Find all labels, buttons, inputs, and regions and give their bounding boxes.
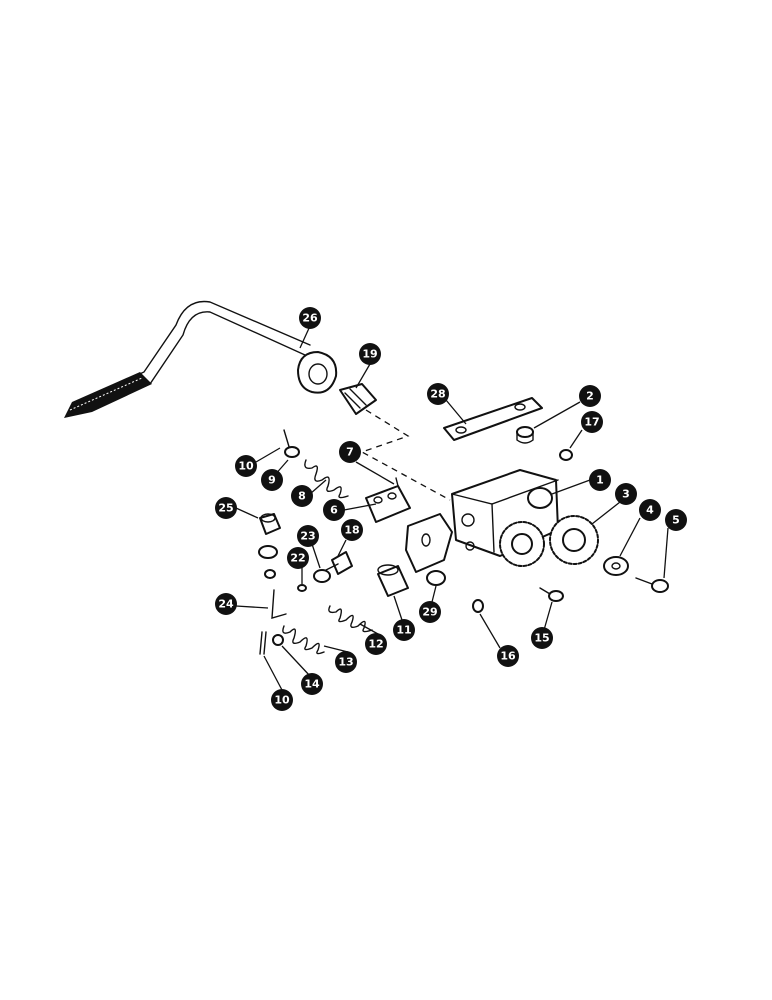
callout-7: 7 <box>339 441 361 463</box>
svg-text:12: 12 <box>368 638 383 651</box>
callout-15: 15 <box>531 627 553 649</box>
svg-text:29: 29 <box>422 606 437 619</box>
callout-1: 1 <box>589 469 611 491</box>
part-fitting <box>339 383 377 415</box>
svg-text:15: 15 <box>534 632 549 645</box>
svg-text:10: 10 <box>238 460 254 473</box>
part-valve-spool <box>365 485 411 523</box>
callout-11: 11 <box>393 619 415 641</box>
svg-text:11: 11 <box>396 624 411 637</box>
callout-17: 17 <box>581 411 603 433</box>
callout-28: 28 <box>427 383 449 405</box>
callout-2: 2 <box>579 385 601 407</box>
callout-13: 13 <box>335 651 357 673</box>
svg-text:2: 2 <box>586 390 594 403</box>
part-small-ring <box>297 584 307 592</box>
callout-16: 16 <box>497 645 519 667</box>
part-fitting-25 <box>259 513 281 535</box>
svg-text:9: 9 <box>268 474 276 487</box>
callout-6: 6 <box>323 499 345 521</box>
callout-26: 26 <box>299 307 321 329</box>
leader-lines <box>235 325 669 691</box>
callout-10-top: 10 <box>235 455 257 477</box>
svg-text:22: 22 <box>290 552 305 565</box>
part-washer-14 <box>272 634 284 646</box>
svg-text:26: 26 <box>302 312 318 325</box>
svg-text:17: 17 <box>584 416 599 429</box>
part-gears <box>499 515 599 567</box>
svg-text:28: 28 <box>430 388 445 401</box>
part-cotter-pin-bottom <box>259 631 267 655</box>
part-washer-22 <box>264 569 276 579</box>
svg-text:25: 25 <box>218 502 233 515</box>
callout-23: 23 <box>297 525 319 547</box>
callout-29: 29 <box>419 601 441 623</box>
part-spring-8 <box>304 459 349 499</box>
svg-text:8: 8 <box>298 490 306 503</box>
part-sleeve <box>377 564 409 597</box>
callout-22: 22 <box>287 547 309 569</box>
callout-14: 14 <box>301 673 323 695</box>
svg-text:1: 1 <box>596 474 604 487</box>
callout-4: 4 <box>639 499 661 521</box>
part-bolt-5 <box>635 577 669 593</box>
svg-text:3: 3 <box>622 488 630 501</box>
dashed-assembly-line <box>360 409 451 501</box>
callout-18: 18 <box>341 519 363 541</box>
part-crank-handle <box>64 300 338 418</box>
svg-text:5: 5 <box>672 514 680 527</box>
part-plug-17 <box>559 449 573 461</box>
part-o-ring <box>426 570 446 586</box>
svg-text:6: 6 <box>330 504 338 517</box>
svg-text:24: 24 <box>218 598 234 611</box>
callout-5: 5 <box>665 509 687 531</box>
callout-8: 8 <box>291 485 313 507</box>
part-plate <box>443 397 543 441</box>
svg-text:19: 19 <box>362 348 377 361</box>
callout-9: 9 <box>261 469 283 491</box>
part-cap <box>284 446 300 458</box>
callout-12: 12 <box>365 633 387 655</box>
part-nut-23 <box>258 545 278 559</box>
part-washer-4 <box>603 556 629 576</box>
part-bolt-15 <box>539 587 564 602</box>
svg-text:23: 23 <box>300 530 315 543</box>
svg-text:10: 10 <box>274 694 290 707</box>
callout-19: 19 <box>359 343 381 365</box>
svg-text:16: 16 <box>500 650 516 663</box>
callout-10-bottom: 10 <box>271 689 293 711</box>
part-l-pin <box>271 589 287 619</box>
part-nut-lower <box>313 569 331 583</box>
svg-text:7: 7 <box>346 446 354 459</box>
svg-text:4: 4 <box>646 504 654 517</box>
callout-3: 3 <box>615 483 637 505</box>
part-spring-13 <box>282 625 325 655</box>
callout-24: 24 <box>215 593 237 615</box>
svg-text:18: 18 <box>344 524 359 537</box>
svg-text:13: 13 <box>338 656 353 669</box>
svg-text:14: 14 <box>304 678 320 691</box>
part-bushing <box>516 426 534 444</box>
callout-25: 25 <box>215 497 237 519</box>
part-plug-16 <box>472 599 484 613</box>
part-adjusting-screw <box>325 551 353 575</box>
